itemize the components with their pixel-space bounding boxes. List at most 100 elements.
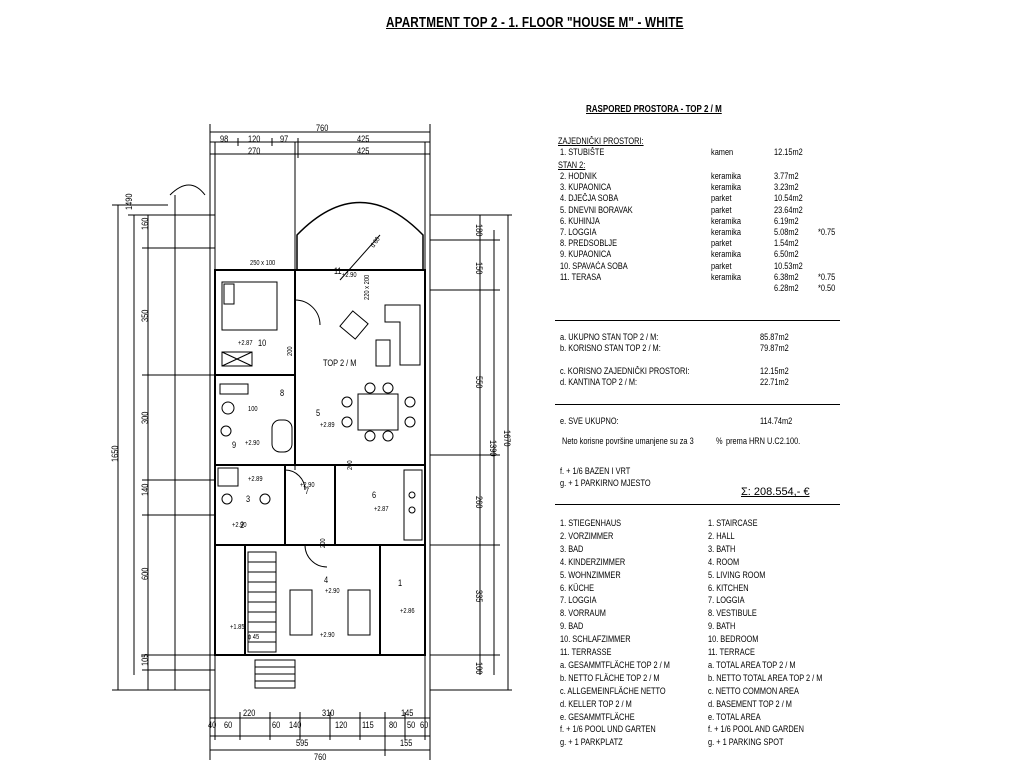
schedule-room-note: *0.50 (818, 283, 836, 293)
dim-right-8: 100 (474, 662, 484, 675)
dim-left-7: 105 (140, 653, 150, 666)
divider (555, 404, 840, 405)
dim-top-1: 98 (220, 134, 229, 144)
schedule-room-name: 6. KUHINJA (560, 215, 600, 226)
dim-left-4: 300 (140, 411, 150, 424)
room-number-3: 3 (246, 494, 251, 504)
level-label: +2.90 (325, 588, 340, 595)
legend-item-english: 9. BATH (708, 621, 736, 632)
legend-item-english: c. NETTO COMMON AREA (708, 685, 799, 696)
total-label: e. SVE UKUPNO: (560, 416, 619, 426)
dim-bottom-14: 155 (400, 738, 413, 748)
level-label: +2.90 (320, 632, 335, 639)
dim-bottom-4: 60 (272, 720, 281, 730)
schedule-room-area: 10.54m2 (774, 193, 803, 204)
legend-item-english: a. TOTAL AREA TOP 2 / M (708, 659, 796, 670)
legend-item-english: b. NETTO TOTAL AREA TOP 2 / M (708, 672, 823, 683)
level-label: +2.87 (374, 506, 389, 513)
dim-right-7: 335 (474, 590, 484, 603)
summary-label: b. KORISNO STAN TOP 2 / M: (560, 343, 661, 353)
schedule-room-material: parket (711, 260, 732, 271)
dim-bottom-10: 145 (401, 708, 414, 718)
legend-item-english: e. TOTAL AREA (708, 711, 761, 722)
schedule-room-name: 7. LOGGIA (560, 227, 597, 237)
extra-row: g. + 1 PARKIRNO MJESTO (560, 478, 651, 488)
schedule-room-material: parket (711, 238, 732, 249)
legend-item-english: 11. TERRACE (708, 647, 755, 657)
total-value: 114.74m2 (760, 416, 793, 426)
schedule-room-name: 4. DJEČJA SOBA (560, 193, 619, 204)
legend-item-german: a. GESAMMTFLÄCHE TOP 2 / M (560, 659, 670, 670)
schedule-room-area: 10.53m2 (774, 260, 803, 271)
room-number-5: 5 (316, 408, 321, 418)
legend-item-german: 9. BAD (560, 621, 584, 632)
legend-item-german: b. NETTO FLÄCHE TOP 2 / M (560, 672, 660, 683)
summary-value: 22.71m2 (760, 377, 789, 387)
door-width-label: 220 x 200 (364, 274, 371, 300)
common-heading: ZAJEDNIČKI PROSTORI: (558, 136, 644, 146)
dim-left-6: 600 (140, 567, 150, 580)
dim-bottom-1: 40 (208, 720, 217, 730)
summary-value: 79.87m2 (760, 343, 789, 353)
flat-heading: STAN 2: (558, 160, 586, 170)
schedule-room-area: 1.54m2 (774, 238, 799, 249)
legend-item-english: g. + 1 PARKING SPOT (708, 737, 784, 748)
schedule-room-note: *0.75 (818, 227, 836, 237)
total-price: Σ: 208.554,- € (741, 486, 810, 498)
dim-bottom-7: 120 (335, 720, 348, 730)
legend-item-german: 1. STIEGENHAUS (560, 518, 622, 528)
legend-item-english: 1. STAIRCASE (708, 518, 758, 528)
schedule-room-name: 8. PREDSOBLJE (560, 238, 618, 249)
schedule-room-material: keramika (711, 171, 741, 181)
dim-right-3: 550 (474, 376, 484, 389)
legend-item-english: 3. BATH (708, 543, 736, 554)
schedule-room-area: 6.50m2 (774, 249, 799, 260)
note-reference: prema HRN U.C2.100. (726, 436, 801, 446)
window-size-label: 250 x 100 (250, 260, 276, 267)
legend-item-english: 6. KITCHEN (708, 582, 749, 593)
schedule-room-name: 9. KUPAONICA (560, 249, 612, 260)
summary-label: a. UKUPNO STAN TOP 2 / M: (560, 332, 659, 342)
schedule-room-area: 12.15m2 (774, 147, 803, 157)
dim-top-4: 425 (357, 134, 370, 144)
dim-right-5: 1670 (502, 430, 512, 447)
schedule-room-name: 11. TERASA (560, 271, 602, 282)
plan-walls (169, 184, 426, 690)
dim-bottom-11: 50 (407, 720, 416, 730)
room-number-1: 1 (398, 578, 403, 588)
legend-item-english: f. + 1/6 POOL AND GARDEN (708, 724, 804, 735)
schedule-room-area: 5.08m2 (774, 227, 799, 237)
legend-item-german: 5. WOHNZIMMER (560, 569, 621, 580)
legend-item-german: 4. KINDERZIMMER (560, 556, 626, 567)
note-percent: % (716, 436, 723, 446)
legend-item-german: 8. VORRAUM (560, 608, 606, 619)
page-title: APARTMENT TOP 2 - 1. FLOOR "HOUSE M" - W… (386, 14, 684, 31)
schedule-room-name: 10. SPAVAĆA SOBA (560, 260, 628, 271)
door-width-label: 200 (320, 538, 327, 548)
legend-item-german: e. GESAMMTFLÄCHE (560, 711, 635, 722)
legend-item-english: d. BASEMENT TOP 2 / M (708, 698, 792, 709)
dim-bottom-9: 80 (389, 720, 398, 730)
level-label: +2.90 (232, 522, 247, 529)
dim-bottom-12: 60 (420, 720, 429, 730)
dim-left-8: 1650 (110, 445, 120, 462)
dim-left-1: 1490 (124, 193, 134, 210)
dim-bottom-2: 60 (224, 720, 233, 730)
level-label: +2.90 (342, 272, 357, 279)
dim-top-3: 97 (280, 134, 289, 144)
schedule-room-name: 5. DNEVNI BORAVAK (560, 204, 633, 215)
dim-top-5: 270 (248, 146, 261, 156)
schedule-heading: RASPORED PROSTORA - TOP 2 / M (586, 104, 722, 115)
schedule-room-material: keramika (711, 215, 741, 226)
schedule-room-name: 1. STUBIŠTE (560, 147, 605, 157)
room-number-2: 2 (240, 520, 245, 530)
plan-stairs (247, 551, 296, 689)
dim-right-1: 180 (474, 224, 484, 237)
schedule-room-material: parket (711, 193, 732, 204)
schedule-room-name: 3. KUPAONICA (560, 182, 612, 193)
dim-right-6: 260 (474, 496, 484, 509)
dim-bottom-outer: 760 (314, 752, 327, 762)
schedule-room-name: 2. HODNIK (560, 171, 597, 181)
room-number-6: 6 (372, 490, 377, 500)
